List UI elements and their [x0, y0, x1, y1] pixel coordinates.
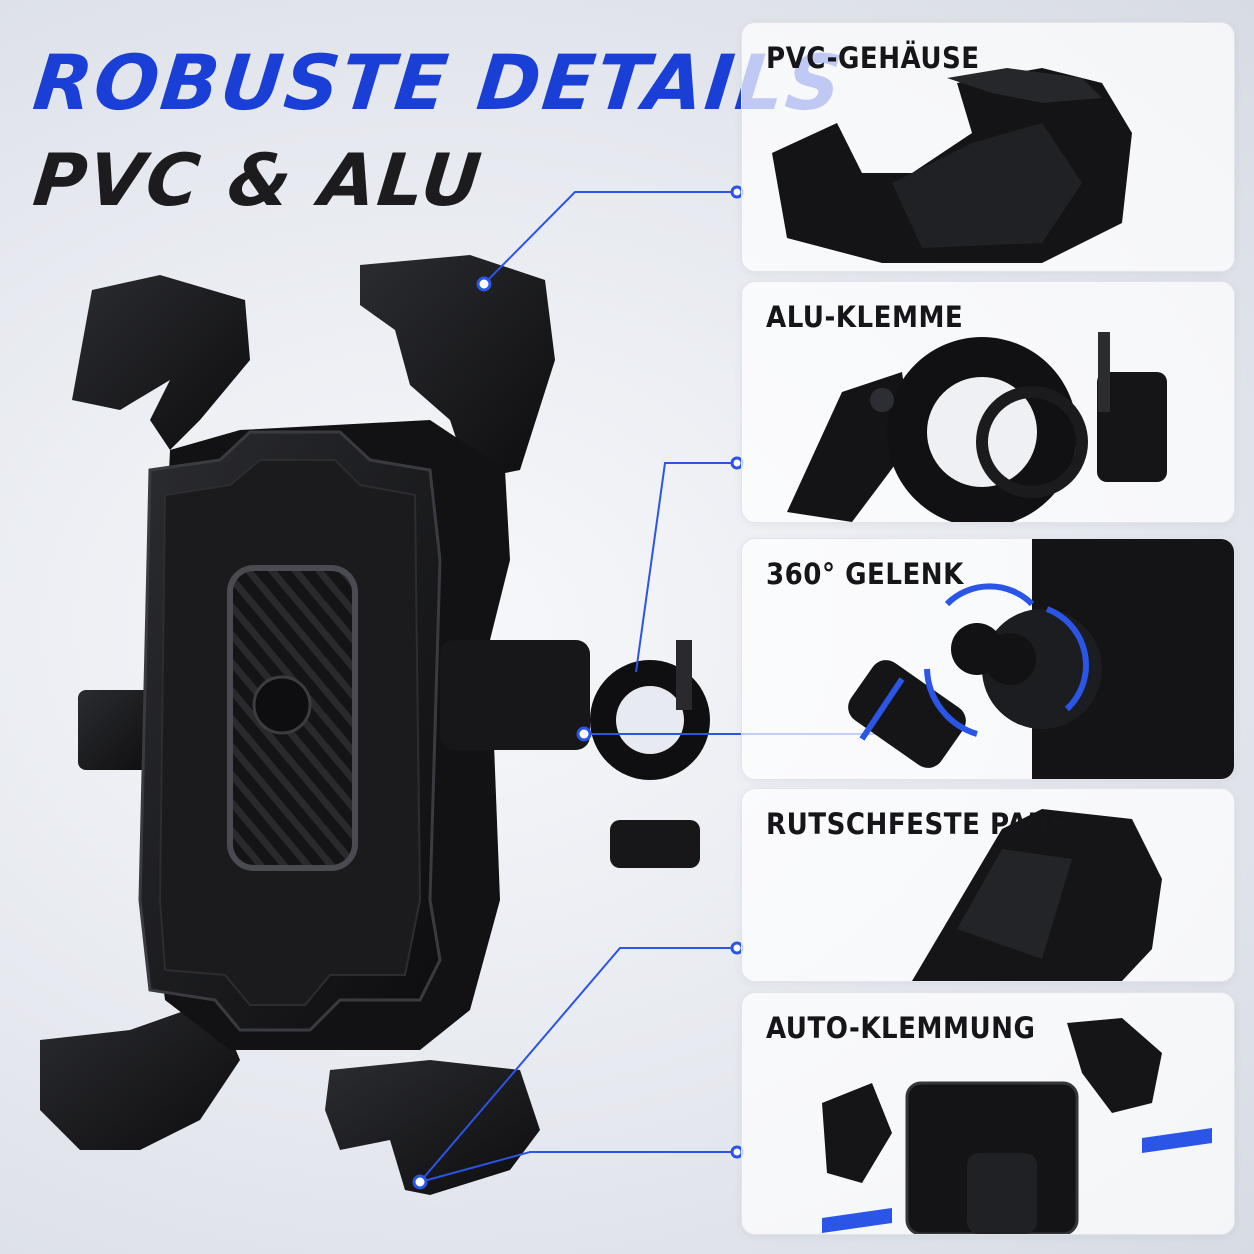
detail-panel-pvc-housing: PVC-GEHÄUSE — [741, 22, 1235, 272]
panel-label: 360° GELENK — [766, 557, 964, 591]
anti-slip-pads-image — [912, 809, 1162, 981]
panel-label: AUTO-KLEMMUNG — [766, 1011, 1036, 1045]
pvc-housing-image — [772, 68, 1132, 263]
panel-label: RUTSCHFESTE PADS — [766, 807, 1070, 841]
auto-clamping-image — [822, 1018, 1212, 1234]
panel-label: PVC-GEHÄUSE — [766, 41, 980, 75]
detail-panel-360-joint: 360° GELENK — [741, 538, 1235, 780]
phone-holder-product-image — [40, 255, 710, 1195]
panel-label: ALU-KLEMME — [766, 300, 964, 334]
detail-panel-anti-slip-pads: RUTSCHFESTE PADS — [741, 788, 1235, 982]
alu-clamp-image — [787, 332, 1167, 522]
360-joint-image — [848, 539, 1234, 779]
detail-panel-auto-clamping: AUTO-KLEMMUNG — [741, 992, 1235, 1235]
detail-panel-alu-clamp: ALU-KLEMME — [741, 281, 1235, 523]
